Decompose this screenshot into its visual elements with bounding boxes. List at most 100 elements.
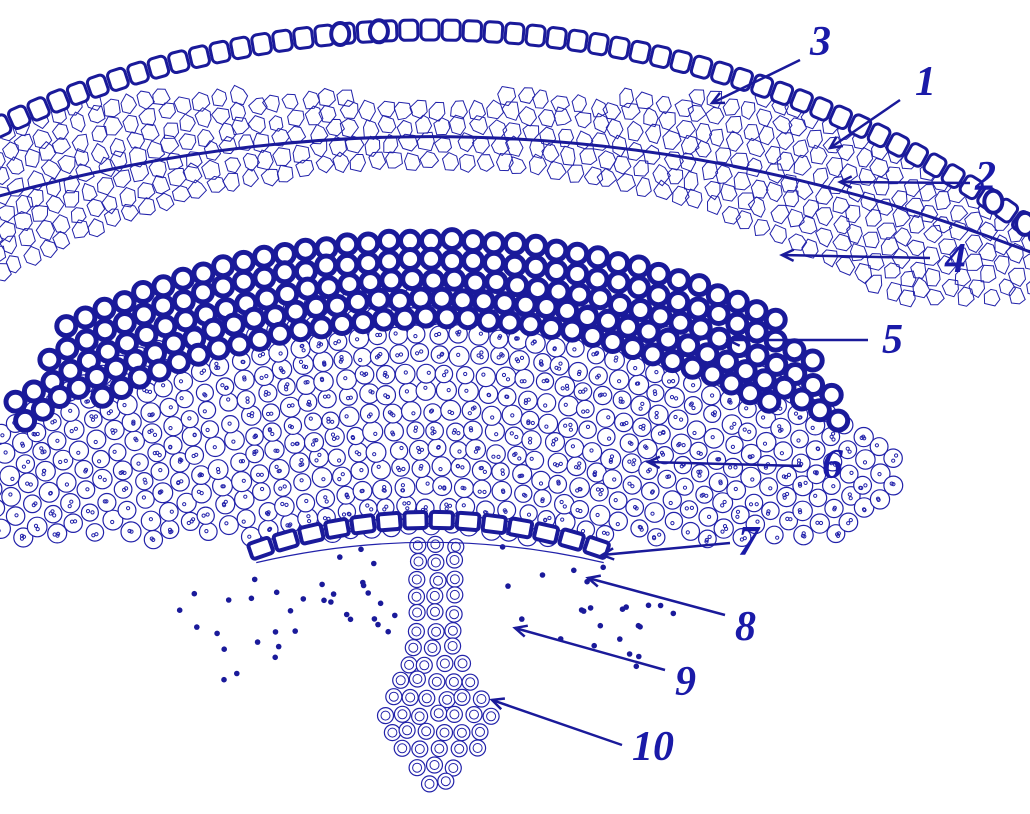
- parenchyma-cell: [328, 449, 345, 466]
- callout-label-8: 8: [735, 604, 756, 650]
- sclerenchyma-fiber: [537, 298, 556, 317]
- parenchyma-cell: [515, 369, 534, 388]
- endodermis-cell: [273, 530, 299, 551]
- sclerenchyma-fiber: [317, 256, 336, 275]
- sclerenchyma-fiber: [591, 289, 610, 308]
- parenchyma-cell: [579, 421, 596, 438]
- sclerenchyma-fiber: [464, 232, 483, 251]
- sclerenchyma-fiber: [380, 252, 399, 271]
- sclerenchyma-fiber: [96, 321, 115, 340]
- endodermis-cell: [299, 523, 324, 544]
- sclerenchyma-fiber: [495, 294, 514, 313]
- parenchyma-cell: [192, 484, 211, 503]
- phloem-dot: [600, 565, 606, 571]
- parenchyma-cell: [363, 422, 383, 442]
- sclerenchyma-fiber: [508, 276, 527, 295]
- epidermis-cell: [526, 25, 546, 47]
- parenchyma-cell: [534, 490, 551, 507]
- xylem-vessel: [466, 707, 482, 723]
- parenchyma-cell: [75, 461, 93, 479]
- sclerenchyma-fiber: [338, 235, 357, 254]
- xylem-vessel: [418, 723, 434, 739]
- sclerenchyma-fiber: [810, 401, 829, 420]
- epidermis-cell: [400, 20, 418, 40]
- xylem-vessel: [424, 640, 440, 656]
- phloem-dot: [500, 544, 506, 550]
- parenchyma-cell: [598, 428, 615, 445]
- parenchyma-cell: [354, 348, 372, 366]
- phloem-dot: [634, 664, 640, 670]
- sclerenchyma-fiber: [359, 234, 378, 253]
- epidermis-cell: [251, 33, 272, 56]
- phloem-dot: [348, 617, 354, 623]
- sclerenchyma-fiber: [443, 252, 462, 271]
- parenchyma-cell: [417, 364, 436, 383]
- xylem-vessel: [394, 706, 410, 722]
- sclerenchyma-fiber: [458, 309, 477, 328]
- parenchyma-cell: [663, 491, 681, 509]
- phloem-dot: [371, 561, 377, 567]
- sclerenchyma-fiber: [230, 335, 249, 354]
- parenchyma-cell: [275, 497, 294, 516]
- sclerenchyma-fiber: [422, 249, 441, 268]
- sclerenchyma-fiber: [169, 353, 188, 372]
- callout-label-9: 9: [675, 659, 696, 705]
- callout-label-3: 3: [809, 19, 831, 65]
- parenchyma-cell: [253, 483, 271, 501]
- phloem-dot: [272, 655, 278, 661]
- sclerenchyma-fiber: [639, 322, 658, 341]
- phloem-dot: [301, 596, 307, 602]
- sclerenchyma-fiber: [112, 379, 131, 398]
- xylem-vessel: [446, 674, 462, 690]
- parenchyma-cell: [854, 476, 872, 494]
- parenchyma-cell: [69, 441, 88, 460]
- sclerenchyma-fiber: [130, 368, 149, 387]
- parenchyma-cell: [333, 467, 352, 486]
- parenchyma-cell: [274, 479, 291, 496]
- sclerenchyma-fiber: [107, 359, 126, 378]
- parenchyma-cell: [590, 505, 610, 525]
- parenchyma-cell: [312, 468, 332, 488]
- sclerenchyma-fiber: [255, 247, 274, 266]
- parenchyma-cell: [161, 520, 179, 538]
- xylem-vessel: [378, 708, 394, 724]
- sclerenchyma-fiber: [154, 277, 173, 296]
- sclerenchyma-fiber: [663, 352, 682, 371]
- phloem-dot: [505, 583, 511, 589]
- parenchyma-cell: [609, 492, 627, 510]
- parenchyma-cell: [297, 376, 316, 395]
- xylem-vessel: [483, 708, 499, 724]
- parenchyma-cell: [726, 436, 743, 453]
- sclerenchyma-fiber: [135, 305, 154, 324]
- parenchyma-cell: [376, 386, 395, 405]
- sclerenchyma-fiber: [728, 314, 747, 333]
- parenchyma-cell: [567, 457, 586, 476]
- callout-label-6: 6: [822, 442, 843, 488]
- parenchyma-cell: [48, 524, 67, 543]
- parenchyma-cell: [174, 372, 192, 390]
- sclerenchyma-fiber: [747, 322, 766, 341]
- sclerenchyma-fiber: [255, 268, 274, 287]
- xylem-vessel: [451, 741, 467, 757]
- sclerenchyma-fiber: [689, 299, 708, 318]
- parenchyma-cell: [631, 396, 650, 415]
- sclerenchyma-fiber: [568, 265, 587, 284]
- xylem-vessel: [412, 741, 428, 757]
- sclerenchyma-fiber: [516, 295, 535, 314]
- phloem-dot: [319, 582, 325, 588]
- parenchyma-cell: [2, 488, 21, 507]
- parenchyma-cell: [472, 461, 491, 480]
- xylem-vessel: [427, 588, 443, 604]
- endodermis-cell: [457, 513, 480, 531]
- parenchyma-cell: [620, 434, 638, 452]
- epidermis-cell: [442, 20, 460, 40]
- phloem-dot: [658, 603, 664, 609]
- xylem-vessel: [393, 672, 409, 688]
- parenchyma-cell: [278, 378, 295, 395]
- parenchyma-cell: [340, 407, 359, 426]
- parenchyma-cell: [143, 424, 162, 443]
- epidermis-cell: [209, 40, 231, 63]
- xylem-vessel: [445, 638, 461, 654]
- parenchyma-cell: [232, 472, 252, 492]
- xylem-vessel: [473, 691, 489, 707]
